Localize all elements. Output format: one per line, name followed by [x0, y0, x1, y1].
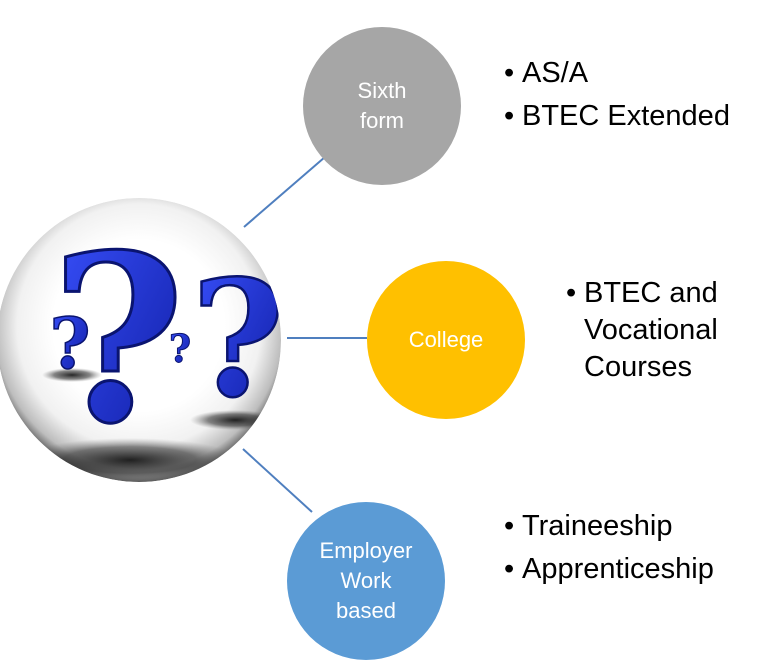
svg-text:?: ?: [169, 326, 191, 371]
connector-employer: [242, 448, 313, 513]
bullet-item: Apprenticeship: [504, 551, 714, 588]
node-sixth-form-label: Sixth form: [357, 78, 407, 133]
svg-text:?: ?: [51, 205, 186, 475]
sixth-form-bullet-list: AS/A BTEC Extended: [504, 55, 730, 141]
svg-text:?: ?: [49, 302, 90, 385]
node-employer-work-based: Employer Work based: [287, 502, 445, 660]
question-marks-icon: ? ? ? ?: [0, 198, 285, 482]
node-employer-label: Employer Work based: [319, 538, 413, 623]
node-sixth-form: Sixth form: [303, 27, 461, 185]
college-bullet-list: BTEC and Vocational Courses: [566, 275, 718, 392]
bullet-item: BTEC Extended: [504, 98, 730, 135]
bullet-item: BTEC and Vocational Courses: [566, 275, 718, 386]
bullet-item: Traineeship: [504, 508, 714, 545]
node-college-label: College: [408, 327, 484, 352]
employer-bullet-list: Traineeship Apprenticeship: [504, 508, 714, 594]
bullet-item: AS/A: [504, 55, 730, 92]
node-college: College: [367, 261, 525, 419]
connector-sixth-form: [243, 156, 326, 228]
svg-text:?: ?: [191, 245, 285, 433]
